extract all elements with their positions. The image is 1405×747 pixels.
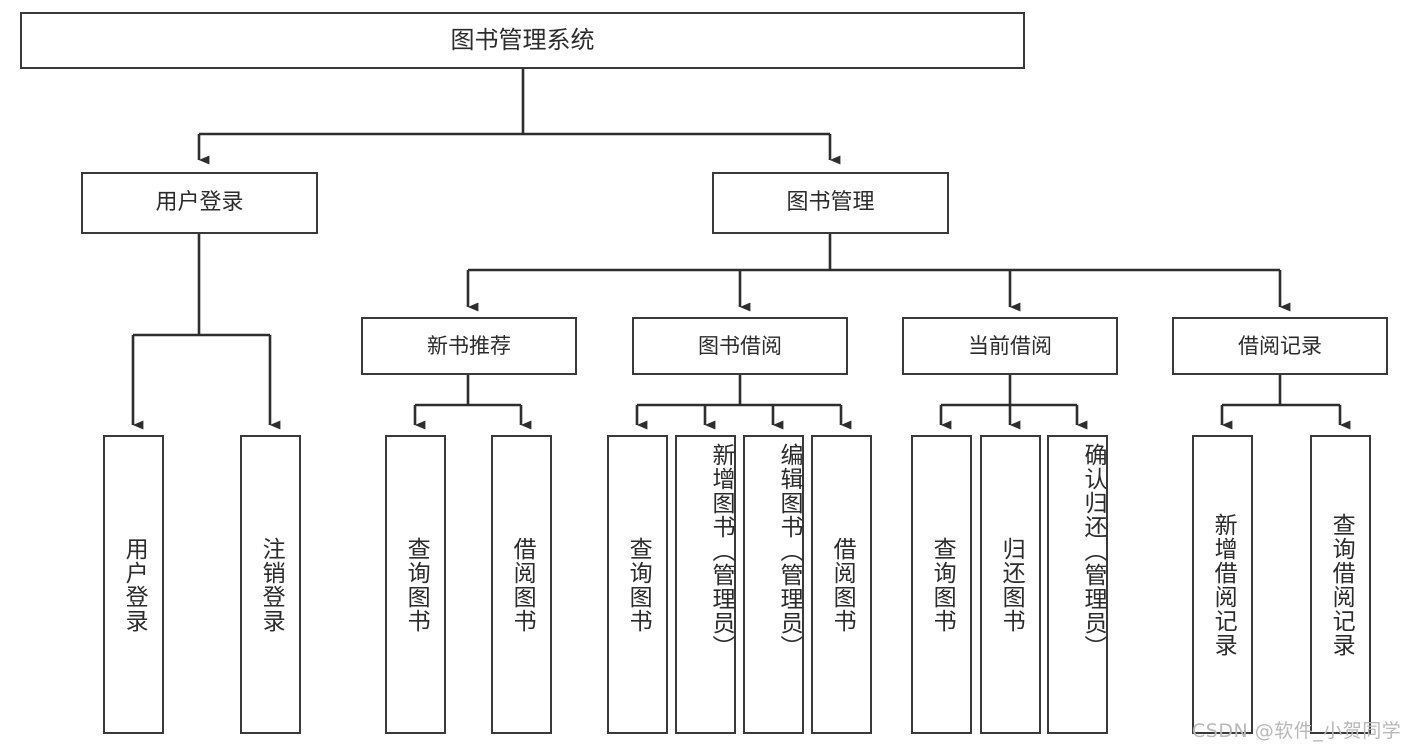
leaf-query-book-current[interactable]: 查询图书 — [911, 435, 972, 734]
leaf-query-book-borrow-label: 查询图书 — [625, 536, 652, 633]
node-book-borrow[interactable]: 图书借阅 — [632, 317, 848, 375]
node-borrow-record[interactable]: 借阅记录 — [1172, 317, 1388, 375]
leaf-add-book-admin-label: 新增图书（管理员） — [708, 443, 734, 659]
node-borrow-record-label: 借阅记录 — [1238, 333, 1322, 358]
leaf-query-book-recommend[interactable]: 查询图书 — [385, 435, 446, 734]
leaf-user-login-label: 用户登录 — [121, 536, 148, 633]
leaf-borrow-book-label: 借阅图书 — [829, 536, 856, 633]
leaf-borrow-book-recommend-label: 借阅图书 — [509, 536, 536, 633]
leaf-query-book-current-label: 查询图书 — [929, 536, 956, 633]
node-book-management-label: 图书管理 — [786, 190, 875, 216]
leaf-add-borrow-record-label: 新增借阅记录 — [1210, 512, 1237, 657]
leaf-query-book-borrow[interactable]: 查询图书 — [607, 435, 668, 734]
leaf-logout-label: 注销登录 — [258, 536, 285, 633]
leaf-edit-book-admin-label: 编辑图书（管理员） — [776, 443, 802, 659]
leaf-confirm-return-admin-label: 确认归还（管理员） — [1080, 443, 1106, 659]
leaf-return-book-label: 归还图书 — [998, 536, 1025, 633]
leaf-query-borrow-record-label: 查询借阅记录 — [1328, 512, 1355, 657]
leaf-edit-book-admin[interactable]: 编辑图书（管理员） — [743, 435, 804, 734]
leaf-borrow-book[interactable]: 借阅图书 — [811, 435, 872, 734]
leaf-query-borrow-record[interactable]: 查询借阅记录 — [1310, 435, 1371, 734]
node-book-borrow-label: 图书借阅 — [698, 333, 782, 358]
watermark: CSDN @软件_小贺同学 — [1192, 720, 1402, 742]
node-new-book-recommend-label: 新书推荐 — [427, 333, 511, 358]
leaf-add-borrow-record[interactable]: 新增借阅记录 — [1192, 435, 1253, 734]
leaf-query-book-recommend-label: 查询图书 — [403, 536, 430, 633]
node-current-borrow-label: 当前借阅 — [968, 333, 1052, 358]
leaf-add-book-admin[interactable]: 新增图书（管理员） — [675, 435, 736, 734]
node-new-book-recommend[interactable]: 新书推荐 — [361, 317, 577, 375]
leaf-return-book[interactable]: 归还图书 — [980, 435, 1041, 734]
node-user-login-label: 用户登录 — [155, 190, 244, 216]
leaf-user-login[interactable]: 用户登录 — [103, 435, 164, 734]
node-root-label: 图书管理系统 — [450, 26, 595, 55]
leaf-confirm-return-admin[interactable]: 确认归还（管理员） — [1047, 435, 1108, 734]
leaf-logout[interactable]: 注销登录 — [240, 435, 301, 734]
node-current-borrow[interactable]: 当前借阅 — [902, 317, 1118, 375]
node-book-management[interactable]: 图书管理 — [712, 172, 949, 234]
node-user-login[interactable]: 用户登录 — [81, 172, 318, 234]
node-root[interactable]: 图书管理系统 — [20, 12, 1025, 69]
leaf-borrow-book-recommend[interactable]: 借阅图书 — [491, 435, 552, 734]
